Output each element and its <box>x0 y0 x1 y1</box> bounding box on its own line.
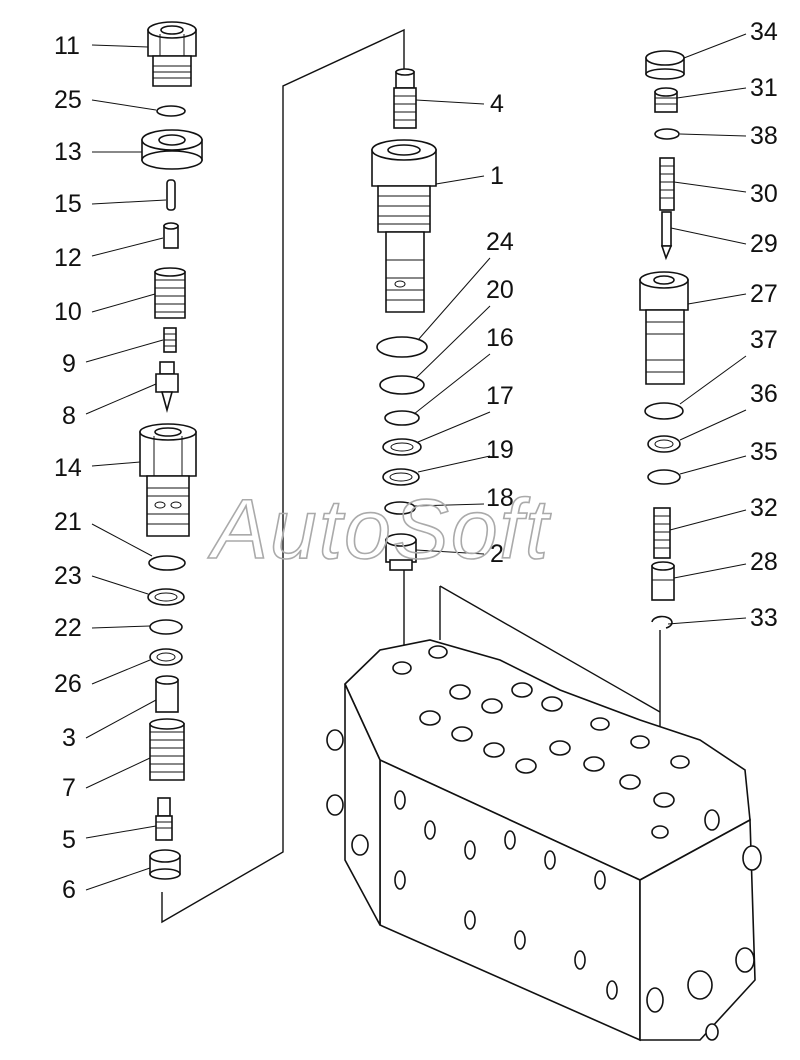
block-right-fittings <box>646 809 762 1041</box>
callout-19: 19 <box>486 436 514 464</box>
callout-34: 34 <box>750 18 778 46</box>
callout-15: 15 <box>54 190 82 218</box>
callout-20: 20 <box>486 276 514 304</box>
part-29-needle <box>660 211 673 261</box>
callout-3: 3 <box>62 724 76 752</box>
callout-17: 17 <box>486 382 514 410</box>
callout-28: 28 <box>750 548 778 576</box>
part-33-snap-ring <box>651 615 673 629</box>
part-11-valve-cap <box>147 21 197 87</box>
part-13-nut-ring <box>141 129 203 170</box>
callout-35: 35 <box>750 438 778 466</box>
left-column-parts <box>139 21 203 880</box>
part-30-spring <box>659 157 675 211</box>
part-27-valve-body <box>639 271 689 385</box>
control-valve-block <box>326 639 762 1042</box>
callout-24: 24 <box>486 228 514 256</box>
part-21-o-ring <box>148 555 186 571</box>
callout-25: 25 <box>54 86 82 114</box>
part-12-piston <box>163 222 179 249</box>
watermark-text: AutoSoft <box>207 482 552 576</box>
part-8-poppet <box>155 361 179 413</box>
part-2-plug <box>385 533 417 571</box>
part-16-o-ring <box>384 410 420 426</box>
callout-33: 33 <box>750 604 778 632</box>
callout-37: 37 <box>750 326 778 354</box>
part-20-o-ring <box>379 375 425 395</box>
callout-16: 16 <box>486 324 514 352</box>
callout-30: 30 <box>750 180 778 208</box>
part-28-poppet <box>651 561 675 601</box>
part-9-small-spring <box>163 327 177 353</box>
part-36-backup-ring <box>647 435 681 453</box>
block-left-fittings <box>326 729 369 856</box>
callout-11: 11 <box>54 32 80 60</box>
part-19-backup-ring <box>382 468 420 486</box>
right-column-parts <box>639 50 689 629</box>
callout-5: 5 <box>62 826 76 854</box>
callout-23: 23 <box>54 562 82 590</box>
part-3-spool-guide <box>155 675 179 713</box>
callout-1: 1 <box>490 162 504 190</box>
callout-4: 4 <box>490 90 504 118</box>
callout-31: 31 <box>750 74 778 102</box>
callout-14: 14 <box>54 454 82 482</box>
callouts-right: 34 31 38 30 29 27 37 36 35 32 28 33 <box>750 18 778 632</box>
callout-13: 13 <box>54 138 82 166</box>
part-15-pin <box>166 179 176 211</box>
part-32-spring <box>653 507 671 559</box>
part-22-o-ring <box>149 619 183 635</box>
part-10-spring <box>154 267 186 319</box>
part-7-spring <box>149 718 185 781</box>
block-top-holes <box>392 645 690 839</box>
callout-27: 27 <box>750 280 778 308</box>
leader-lines <box>85 33 747 891</box>
part-34-cap-nut <box>645 50 685 80</box>
callout-21: 21 <box>54 508 82 536</box>
callout-7: 7 <box>62 774 76 802</box>
callout-32: 32 <box>750 494 778 522</box>
part-6-cap <box>149 849 181 880</box>
callout-12: 12 <box>54 244 82 272</box>
block-front-holes <box>394 790 618 1000</box>
callout-8: 8 <box>62 402 76 430</box>
callout-9: 9 <box>62 350 76 378</box>
callout-18: 18 <box>486 484 514 512</box>
part-35-o-ring <box>647 469 681 485</box>
part-26-backup-ring <box>149 648 183 666</box>
callout-38: 38 <box>750 122 778 150</box>
part-14-valve-body <box>139 423 197 537</box>
part-5-stem <box>155 797 173 841</box>
part-17-backup-ring <box>382 438 422 456</box>
callouts-left: 11 25 13 15 12 10 9 8 14 21 23 22 26 3 7… <box>54 32 82 904</box>
callout-22: 22 <box>54 614 82 642</box>
callout-2: 2 <box>490 540 504 568</box>
callout-36: 36 <box>750 380 778 408</box>
part-4-plunger <box>393 68 417 129</box>
callout-10: 10 <box>54 298 82 326</box>
callout-29: 29 <box>750 230 778 258</box>
part-23-backup-ring <box>147 588 185 606</box>
callouts-center: 4 1 24 20 16 17 19 18 2 <box>486 90 514 568</box>
callout-6: 6 <box>62 876 76 904</box>
callout-26: 26 <box>54 670 82 698</box>
part-38-o-ring <box>654 128 680 140</box>
center-column-parts <box>371 68 437 571</box>
part-1-main-valve <box>371 139 437 313</box>
part-37-o-ring <box>644 402 684 420</box>
part-31-adjust-screw <box>654 87 678 113</box>
part-18-o-ring <box>384 501 416 515</box>
part-25-o-ring <box>156 105 186 117</box>
part-24-o-ring <box>376 336 428 358</box>
